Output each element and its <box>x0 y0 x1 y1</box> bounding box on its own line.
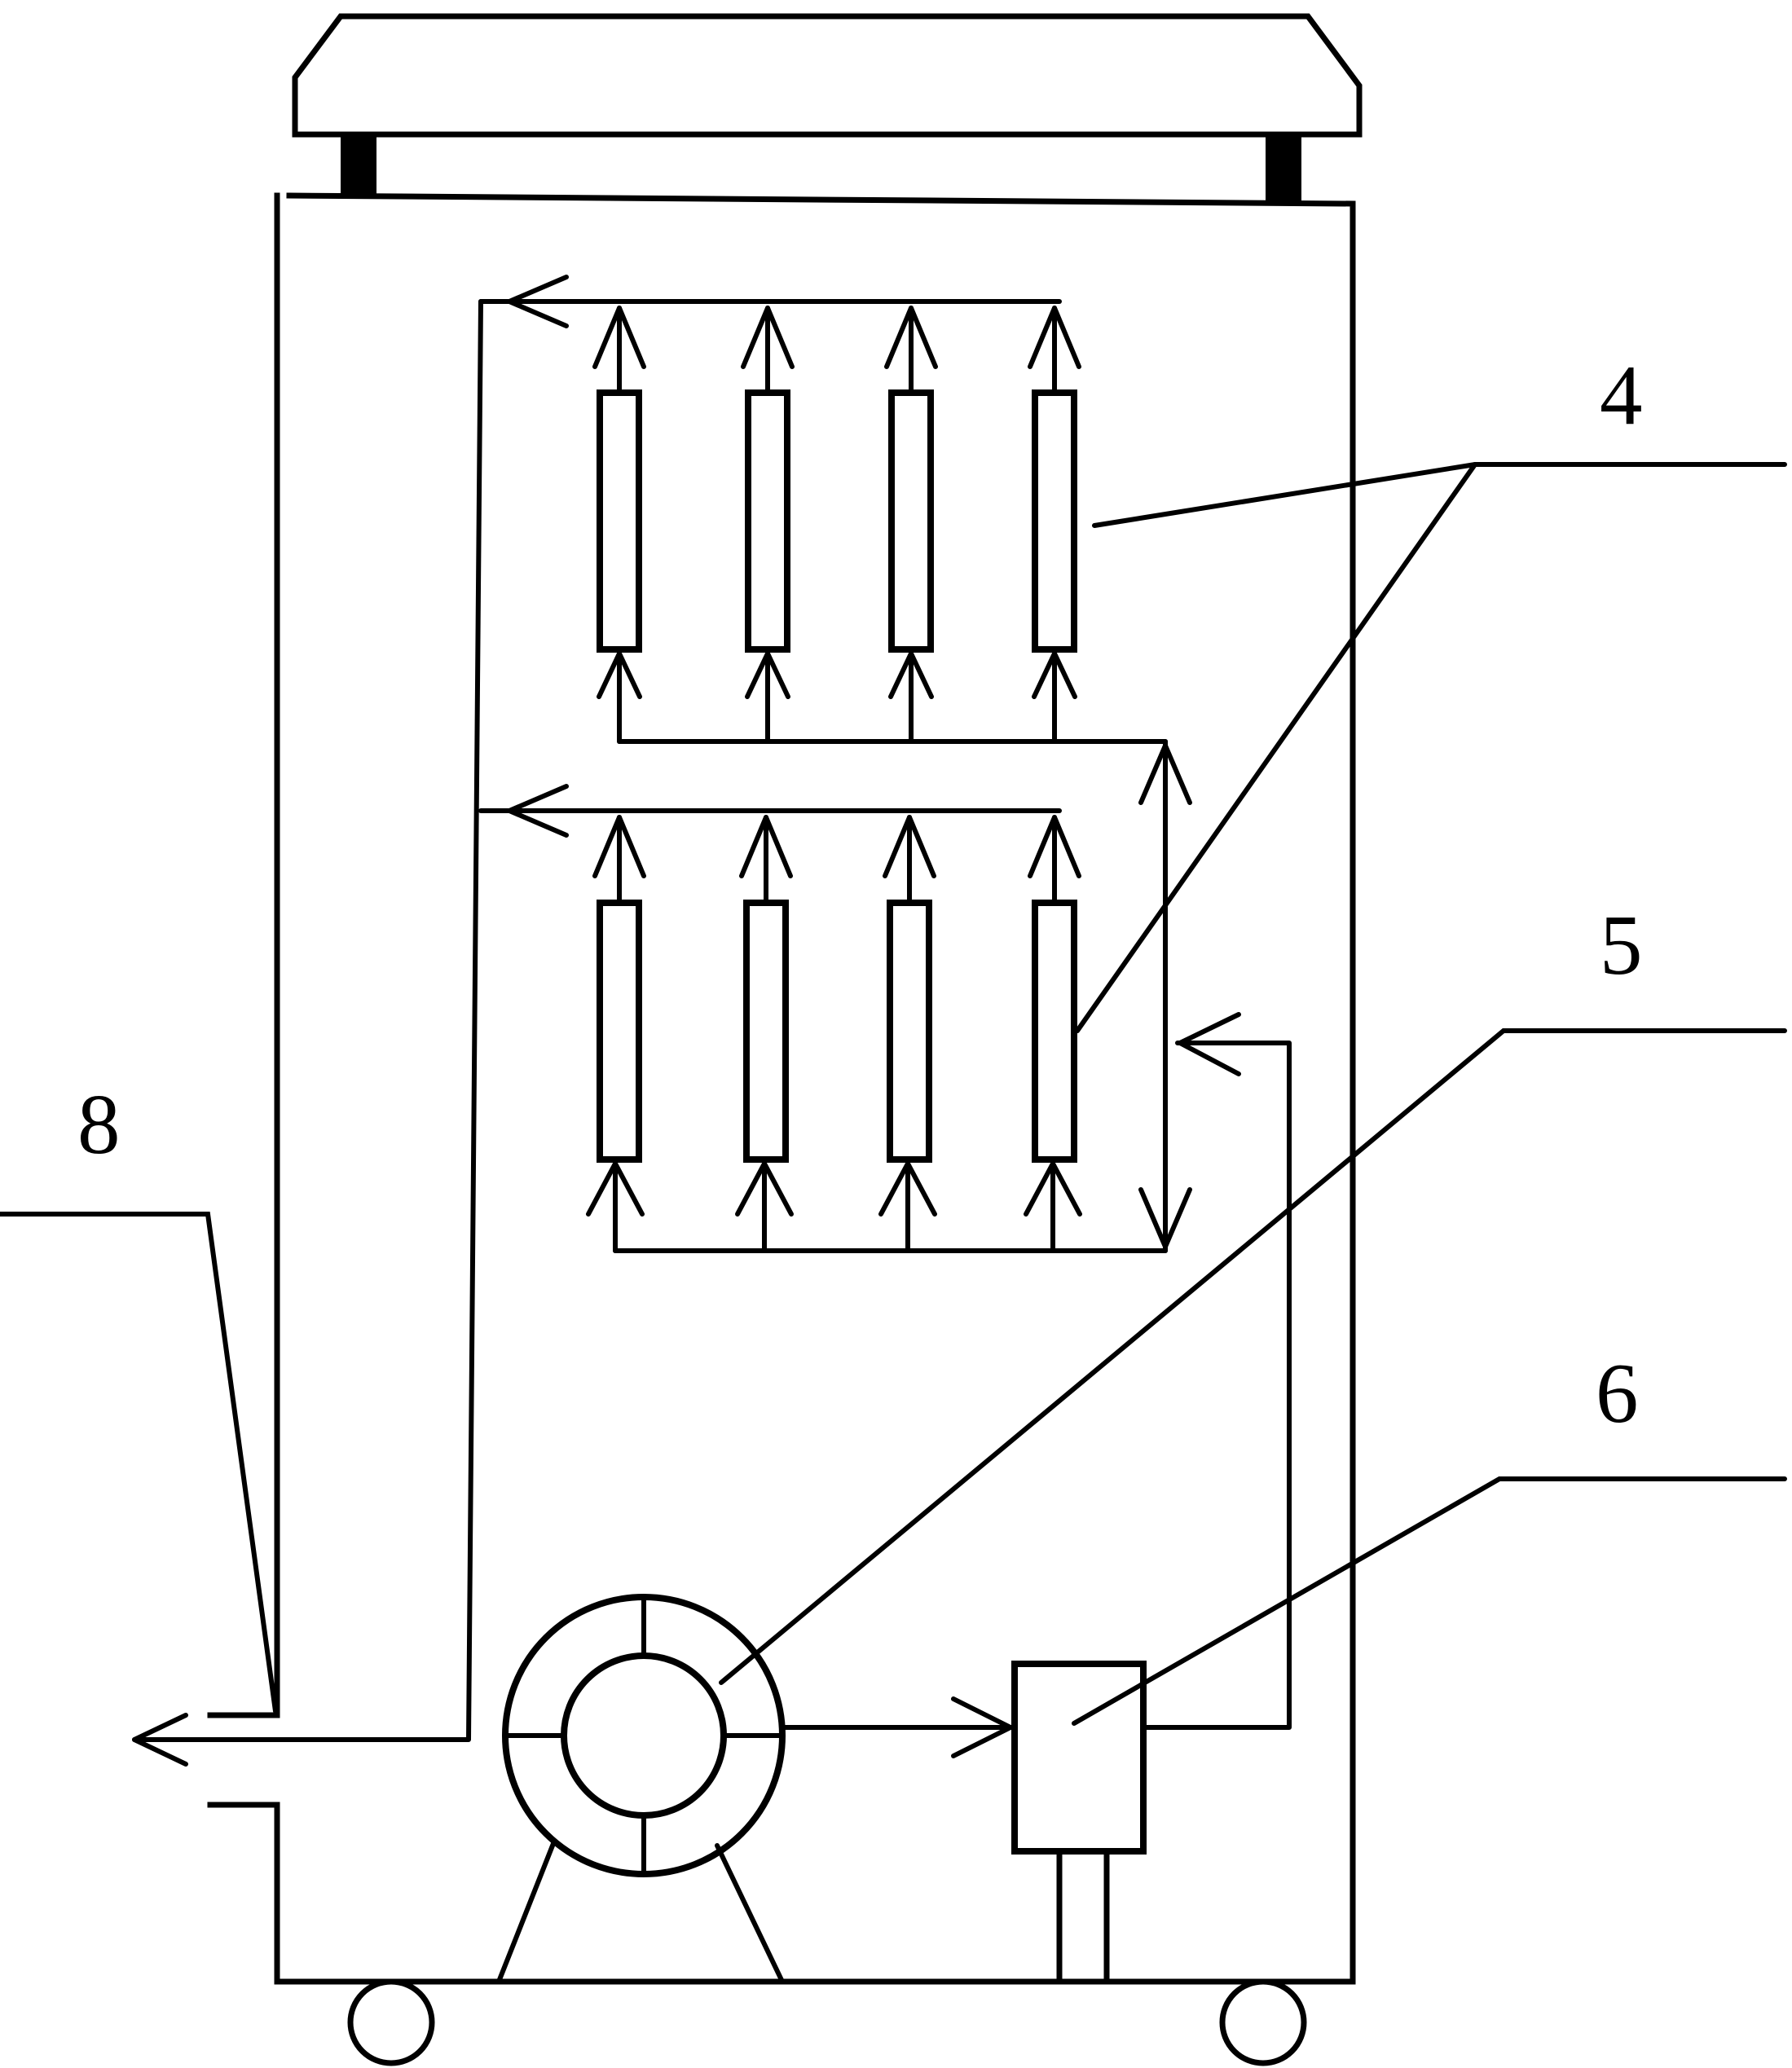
label-5: 5 <box>1600 897 1643 992</box>
top-lid <box>292 13 1363 201</box>
return-pipe <box>1138 1012 1292 1730</box>
upper-filter-tubes <box>592 306 1081 744</box>
wheel-right <box>1219 1978 1307 2066</box>
filter-tube <box>1028 306 1081 744</box>
fan-to-pump-flow <box>782 1696 1013 1758</box>
filter-tube <box>741 306 795 744</box>
label-6: 6 <box>1596 1345 1639 1441</box>
label-8: 8 <box>77 1076 121 1172</box>
lower-filter-tubes <box>586 815 1082 1253</box>
filter-tube <box>592 306 646 699</box>
pump-unit <box>1011 1661 1147 1985</box>
fan <box>496 1594 786 1984</box>
filter-tube <box>586 815 646 1253</box>
cabinet-body <box>207 192 1356 1985</box>
upper-manifold <box>478 275 1192 1253</box>
label-4: 4 <box>1600 347 1643 442</box>
filter-tube <box>884 306 938 744</box>
lower-manifold <box>478 784 1168 1253</box>
filter-tube <box>735 815 794 1253</box>
wheel-left <box>347 1978 435 2066</box>
filter-tube <box>1024 815 1082 1253</box>
outlet-duct <box>132 299 483 1767</box>
filter-tube <box>878 815 937 1253</box>
leader-lines <box>0 462 1787 1726</box>
